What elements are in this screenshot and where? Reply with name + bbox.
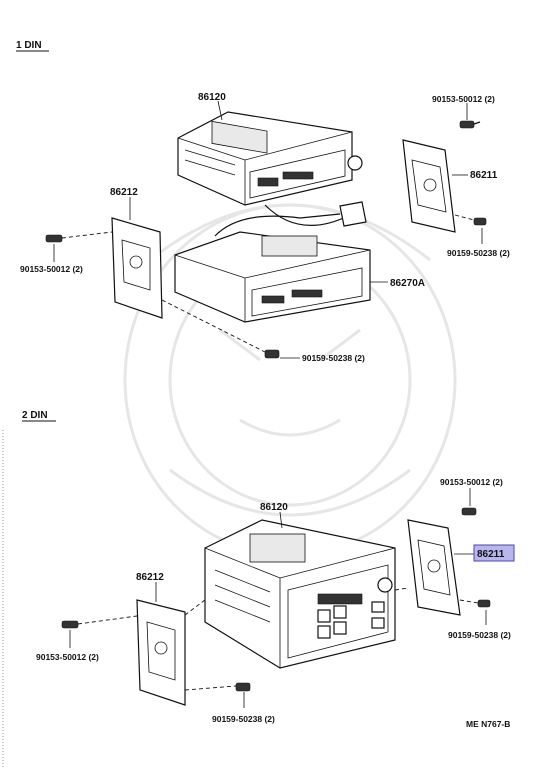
screw-right-bottom-2din[interactable]	[477, 599, 491, 608]
screw-right-bottom-1din[interactable]	[473, 217, 487, 226]
section-title-1din: 1 DIN	[16, 40, 42, 51]
dash-screw-bottom-2din	[184, 685, 237, 691]
bracket-left-1din[interactable]	[111, 217, 163, 319]
bracket-right-2din[interactable]	[407, 519, 461, 616]
screw-right-top-1din[interactable]	[459, 120, 481, 129]
label-bracket-left-1din[interactable]: 86212	[110, 187, 138, 198]
screw-bottom-1din[interactable]	[264, 349, 280, 359]
screw-right-top-2din[interactable]	[461, 507, 477, 516]
connector-plug	[214, 201, 367, 237]
bracket-right-1din[interactable]	[402, 139, 456, 233]
label-radio-2din[interactable]: 86120	[260, 502, 288, 513]
dash-alignment-right-2din	[394, 587, 409, 591]
screw-left-1din[interactable]	[45, 234, 63, 243]
screw-left-2din[interactable]	[61, 620, 79, 629]
dash-screw-right-bottom-1din	[454, 214, 475, 221]
label-screw-right-bottom-1din[interactable]: 90159-50238 (2)	[447, 248, 510, 258]
label-bracket-left-2din[interactable]: 86212	[136, 572, 164, 583]
radio-assembly-2din[interactable]	[204, 519, 396, 669]
label-screw-bottom-2din[interactable]: 90159-50238 (2)	[212, 714, 275, 724]
cassette-unit-1din[interactable]	[174, 231, 371, 323]
diagram-code: ME N767-B	[466, 719, 510, 729]
section-title-2din: 2 DIN	[22, 410, 48, 421]
label-screw-left-2din[interactable]: 90153-50012 (2)	[36, 652, 99, 662]
leader-radio-2din	[279, 511, 283, 529]
label-screw-right-bottom-2din[interactable]: 90159-50238 (2)	[448, 630, 511, 640]
dash-alignment-2din	[184, 599, 206, 616]
label-bracket-right-1din[interactable]: 86211	[470, 170, 498, 181]
bracket-left-2din[interactable]	[136, 599, 186, 706]
label-radio-1din[interactable]: 86120	[198, 92, 226, 103]
dash-screw-left-2din	[77, 615, 138, 625]
screw-bottom-2din[interactable]	[235, 682, 251, 692]
highlight-bracket-right-2din[interactable]	[473, 544, 515, 562]
label-screw-left-1din[interactable]: 90153-50012 (2)	[20, 264, 83, 274]
label-bracket-right-2din[interactable]: 86211	[477, 549, 505, 560]
label-screw-right-top-1din[interactable]: 90153-50012 (2)	[432, 94, 495, 104]
dash-screw-left-1din	[61, 231, 113, 239]
label-screw-right-top-2din[interactable]: 90153-50012 (2)	[440, 477, 503, 487]
dash-screw-bottom-1din	[161, 299, 266, 353]
label-cassette-1din[interactable]: 86270A	[390, 278, 425, 289]
leader-radio-1din	[217, 100, 223, 121]
label-screw-bottom-1din[interactable]: 90159-50238 (2)	[302, 353, 365, 363]
radio-assembly-1din[interactable]	[177, 111, 363, 226]
dash-screw-right-bottom-2din	[459, 599, 479, 604]
